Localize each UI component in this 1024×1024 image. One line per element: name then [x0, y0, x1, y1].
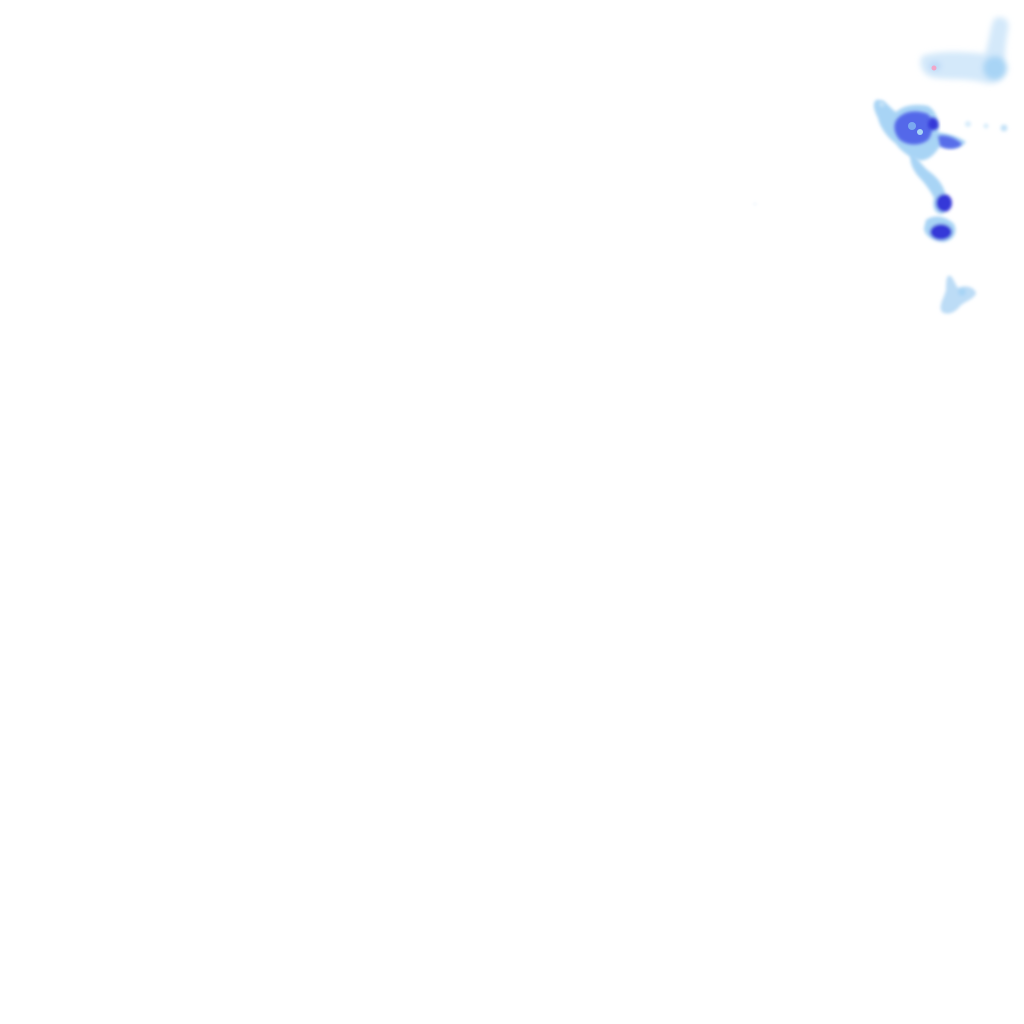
cell-central-cluster — [873, 99, 966, 161]
cell-small-fragments — [753, 101, 1008, 206]
cell-northeast-band — [920, 17, 1009, 84]
cell-isolated-south — [940, 275, 976, 314]
trace-pink-dot — [931, 65, 937, 71]
cell-tail-south — [910, 150, 956, 242]
